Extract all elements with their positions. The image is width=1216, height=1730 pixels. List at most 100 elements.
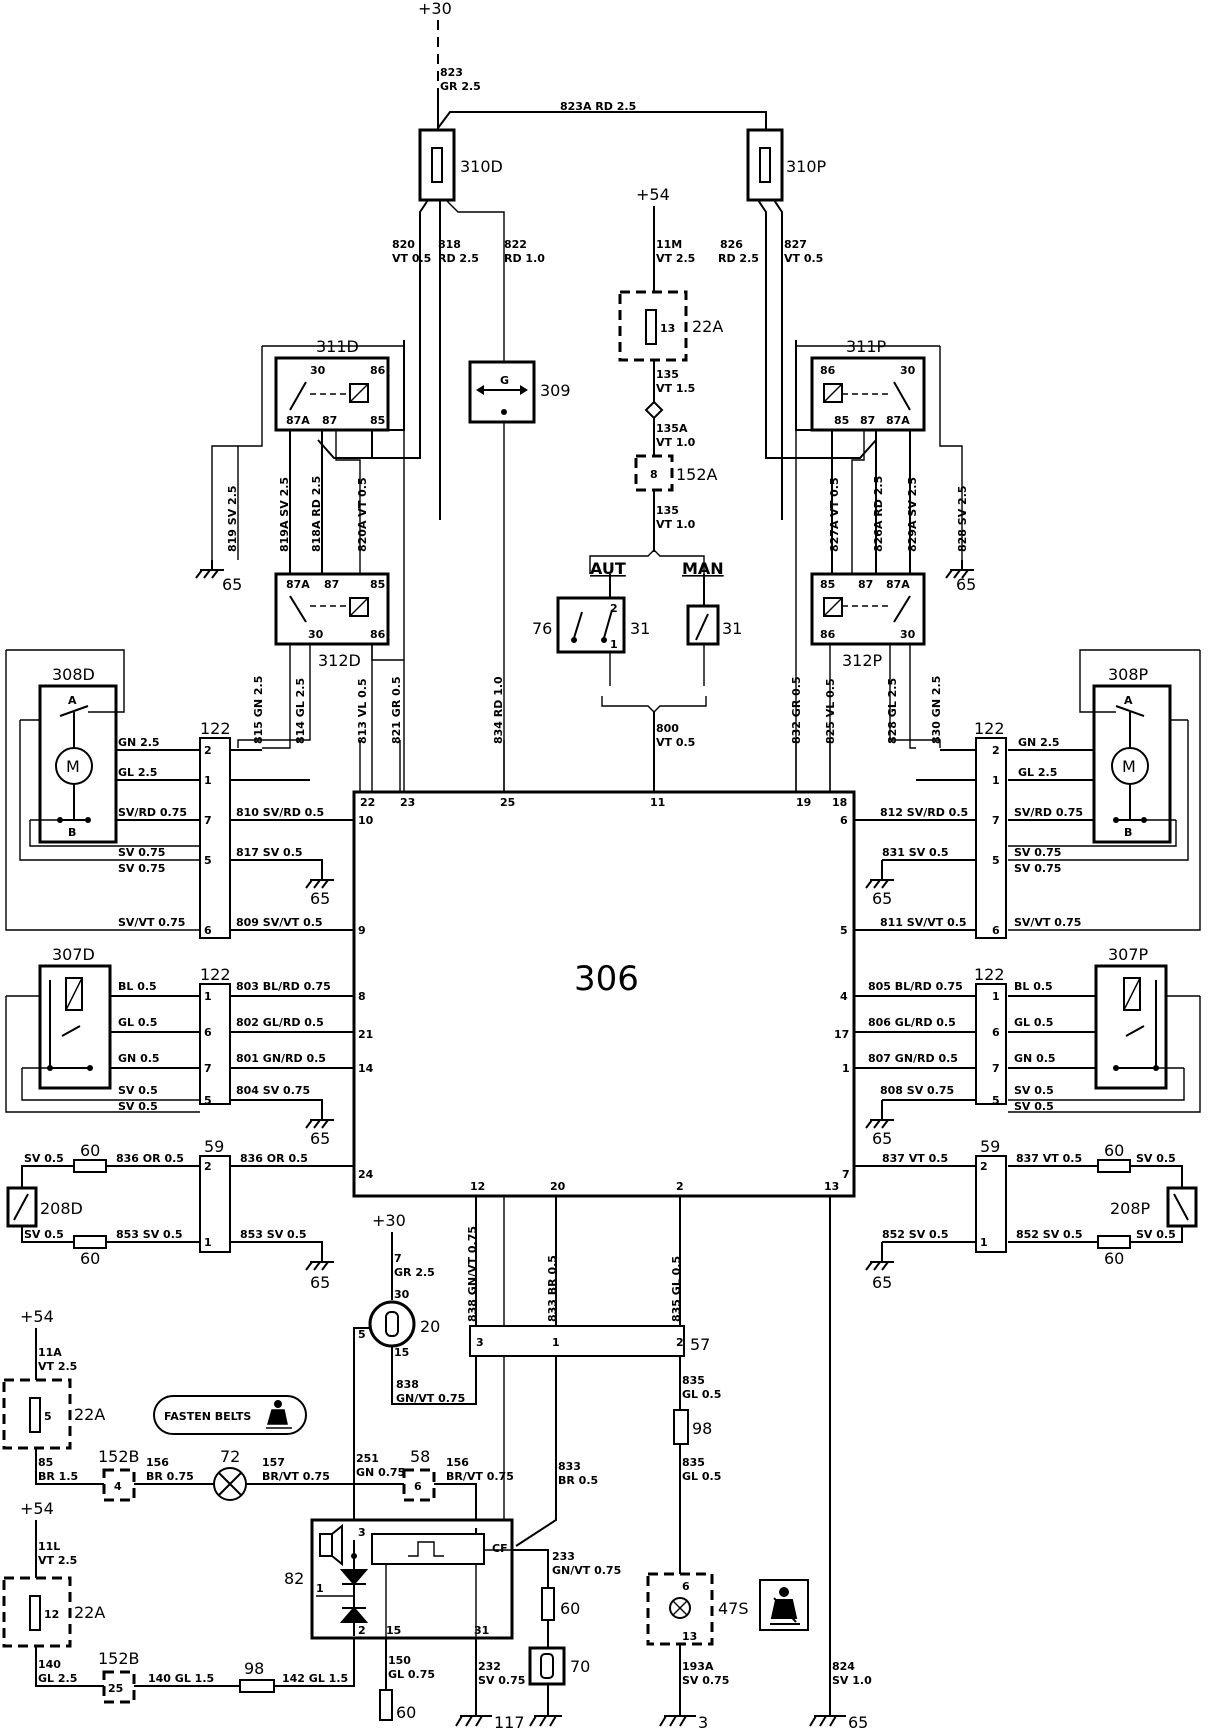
connector-98-b: [239, 1679, 275, 1693]
svg-text:87A: 87A: [886, 414, 910, 427]
svg-text:800: 800: [656, 722, 679, 735]
relay-311D: 311D 30 86 87A 87 85: [274, 337, 390, 432]
svg-text:24: 24: [358, 1168, 374, 1181]
svg-text:SV 0.75: SV 0.75: [118, 846, 165, 859]
svg-text:87: 87: [858, 578, 873, 591]
svg-text:86: 86: [820, 628, 836, 641]
svg-text:GL 0.5: GL 0.5: [118, 1016, 157, 1029]
svg-text:22A: 22A: [74, 1405, 105, 1424]
svg-text:2: 2: [610, 602, 618, 615]
svg-text:SV 0.5: SV 0.5: [24, 1228, 64, 1241]
svg-text:838 GN/VT 0.75: 838 GN/VT 0.75: [466, 1226, 479, 1322]
svg-text:18: 18: [832, 796, 847, 809]
svg-text:807 GN/RD 0.5: 807 GN/RD 0.5: [868, 1052, 958, 1065]
svg-text:6: 6: [414, 1480, 422, 1493]
svg-text:8: 8: [358, 990, 366, 1003]
svg-text:SV 0.5: SV 0.5: [1136, 1152, 1176, 1165]
svg-text:827: 827: [784, 238, 807, 251]
connector-98-a: [673, 1409, 689, 1445]
svg-text:59: 59: [980, 1137, 1000, 1156]
svg-text:5: 5: [358, 1328, 366, 1341]
svg-text:GN/VT 0.75: GN/VT 0.75: [552, 1564, 621, 1577]
svg-text:2: 2: [992, 744, 1000, 757]
svg-text:M: M: [66, 757, 80, 776]
svg-text:65: 65: [310, 1273, 330, 1292]
svg-text:826A RD 2.5: 826A RD 2.5: [872, 476, 885, 552]
connector-59-a: 59 2 1: [199, 1137, 231, 1253]
svg-text:59: 59: [204, 1137, 224, 1156]
svg-text:11M: 11M: [656, 238, 682, 251]
ground-117: 117: [455, 1710, 525, 1730]
ground-65-i: 65: [809, 1710, 868, 1730]
svg-text:GN 0.5: GN 0.5: [1014, 1052, 1056, 1065]
supply-30-top: +30: [418, 0, 452, 18]
svg-text:2: 2: [676, 1336, 684, 1349]
connector-58: 6 58: [402, 1447, 436, 1502]
svg-text:1: 1: [552, 1336, 560, 1349]
svg-text:M: M: [1122, 757, 1136, 776]
svg-text:812 SV/RD 0.5: 812 SV/RD 0.5: [880, 806, 968, 819]
svg-text:85: 85: [38, 1456, 53, 1469]
svg-text:GL 2.5: GL 2.5: [118, 766, 157, 779]
svg-text:11A: 11A: [38, 1346, 62, 1359]
connector-122-b: 122 2 1 7 5 6: [974, 719, 1007, 939]
svg-text:6: 6: [204, 1026, 212, 1039]
svg-text:30: 30: [308, 628, 324, 641]
ground-65-a: 65: [195, 560, 242, 594]
ignition-switch-20: 20 30 15 5: [358, 1288, 440, 1359]
svg-text:BL 0.5: BL 0.5: [118, 980, 157, 993]
svg-text:820A VT 0.5: 820A VT 0.5: [356, 477, 369, 552]
svg-text:1: 1: [204, 990, 212, 1003]
svg-text:SV 0.75: SV 0.75: [478, 1674, 525, 1687]
timer-module-82: 82 3 L CF 1 2 15 31: [284, 1518, 516, 1640]
connector-122-c: 122 1 6 7 5: [199, 965, 231, 1107]
svg-text:122: 122: [200, 719, 231, 738]
svg-text:817 SV 0.5: 817 SV 0.5: [236, 846, 303, 859]
svg-text:122: 122: [200, 965, 231, 984]
svg-text:806 GL/RD 0.5: 806 GL/RD 0.5: [868, 1016, 956, 1029]
svg-text:7: 7: [992, 814, 1000, 827]
svg-text:5: 5: [992, 854, 1000, 867]
svg-text:13: 13: [824, 1180, 839, 1193]
switch-208D: 208D: [6, 1186, 83, 1228]
svg-text:+54: +54: [20, 1499, 54, 1518]
svg-text:150: 150: [388, 1654, 411, 1667]
svg-text:827A VT 0.5: 827A VT 0.5: [828, 477, 841, 552]
svg-text:VT 0.5: VT 0.5: [784, 252, 823, 265]
svg-text:833: 833: [558, 1460, 581, 1473]
svg-text:2: 2: [676, 1180, 684, 1193]
svg-text:60: 60: [80, 1141, 100, 1160]
svg-text:5: 5: [204, 1094, 212, 1107]
svg-text:837 VT 0.5: 837 VT 0.5: [882, 1152, 948, 1165]
svg-text:SV 0.5: SV 0.5: [118, 1100, 158, 1113]
svg-text:1: 1: [992, 990, 1000, 1003]
svg-text:72: 72: [220, 1447, 240, 1466]
svg-text:6: 6: [682, 1580, 690, 1593]
svg-text:70: 70: [570, 1657, 590, 1676]
svg-text:65: 65: [222, 575, 242, 594]
svg-text:853 SV 0.5: 853 SV 0.5: [240, 1228, 307, 1241]
svg-text:306: 306: [574, 959, 639, 999]
svg-text:307D: 307D: [52, 945, 95, 964]
svg-text:SV 0.75: SV 0.75: [1014, 846, 1061, 859]
svg-text:GL 0.5: GL 0.5: [682, 1470, 721, 1483]
ground-65-b: 65: [945, 560, 976, 594]
svg-text:308P: 308P: [1108, 665, 1149, 684]
svg-text:832 GR 0.5: 832 GR 0.5: [790, 676, 803, 744]
svg-text:RD 2.5: RD 2.5: [438, 252, 479, 265]
ground-65-d: 65: [865, 872, 894, 908]
svg-text:SV 0.5: SV 0.5: [118, 1084, 158, 1097]
svg-text:822: 822: [504, 238, 527, 251]
svg-text:31: 31: [722, 619, 742, 638]
switch-208P: 208P: [1110, 1186, 1198, 1228]
svg-text:87A: 87A: [286, 414, 310, 427]
svg-text:835: 835: [682, 1456, 705, 1469]
fuse-310P: 310P: [746, 128, 827, 202]
svg-text:23: 23: [400, 796, 415, 809]
svg-text:58: 58: [410, 1447, 430, 1466]
svg-text:22: 22: [360, 796, 375, 809]
svg-text:+54: +54: [20, 1307, 54, 1326]
svg-text:6: 6: [992, 1026, 1000, 1039]
svg-text:823A RD 2.5: 823A RD 2.5: [560, 100, 636, 113]
warning-lamp-47S: 6 13 47S: [646, 1572, 749, 1646]
